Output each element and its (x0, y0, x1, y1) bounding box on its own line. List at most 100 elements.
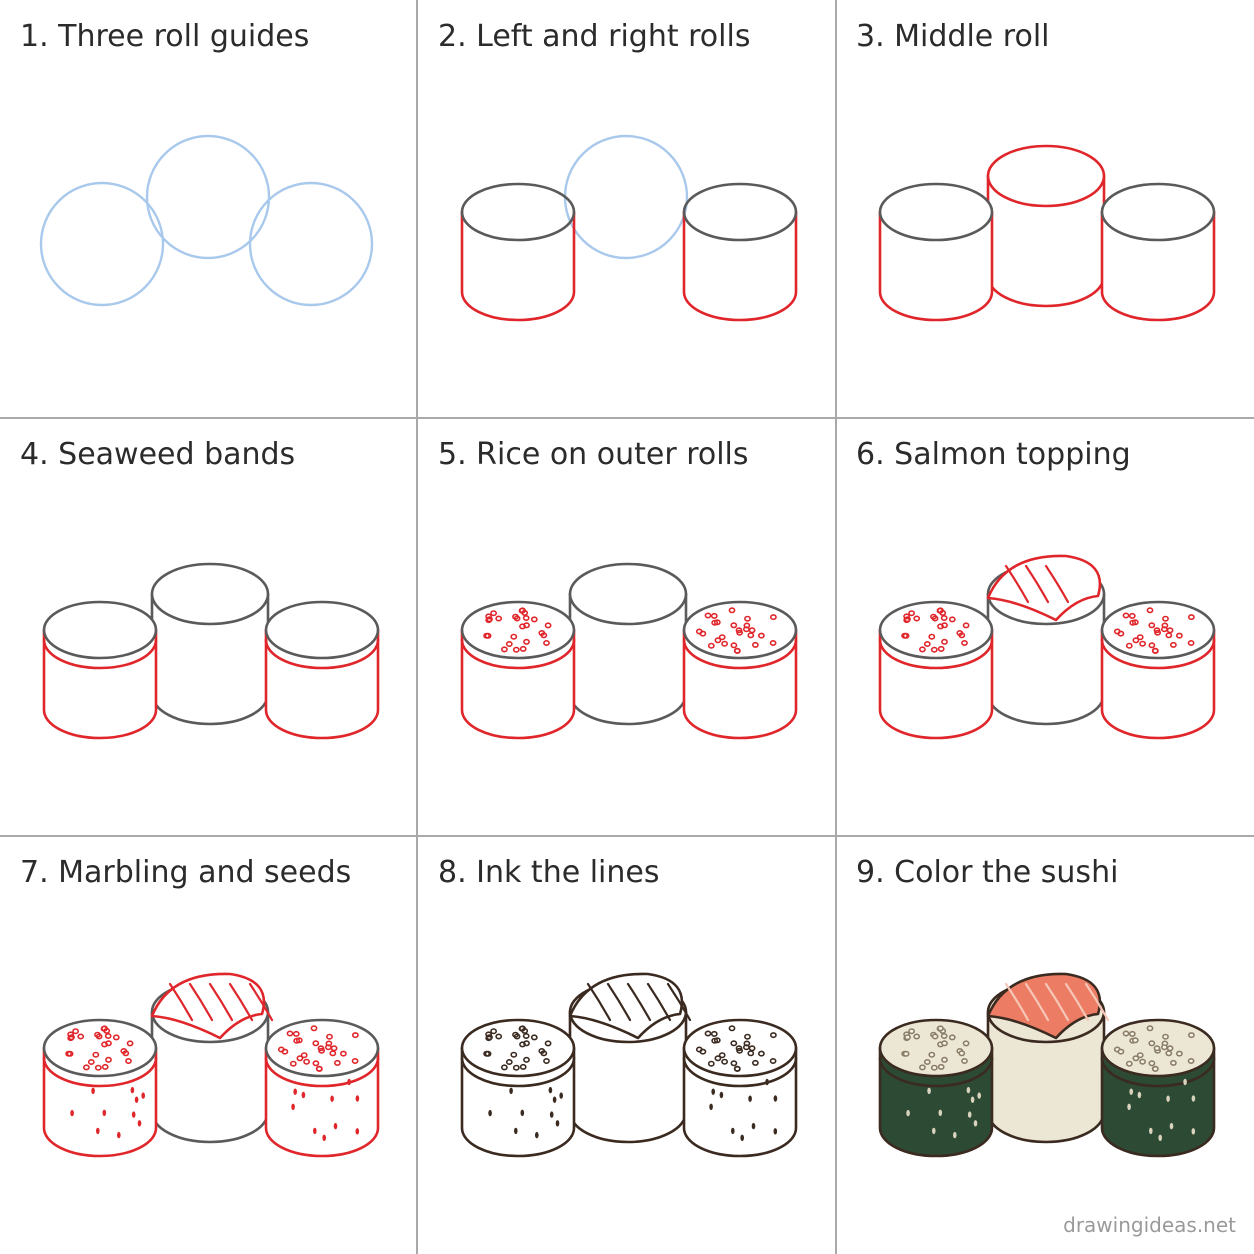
salmon-marbling-line (1044, 564, 1070, 604)
rice-seed-dot (101, 1063, 109, 1070)
rice-seed-dot (908, 610, 915, 617)
rice-seed-dot (757, 1050, 765, 1057)
rice-seed-dot (125, 1058, 132, 1065)
rice-seed-dot (1128, 1030, 1136, 1037)
side-seed-speck (773, 1128, 778, 1135)
side-seed-speck (102, 1109, 107, 1116)
salmon-marbling-line (248, 982, 274, 1022)
rice-seed-dot (66, 1050, 74, 1057)
side-seed-speck (552, 1096, 557, 1103)
left-roll (878, 600, 994, 740)
rice-seed-dot (351, 1058, 359, 1065)
rice-seed-dot (77, 1033, 85, 1040)
salmon-marbling-line (168, 982, 194, 1022)
roll-body-left (42, 1046, 158, 1158)
rice-seed-dot (769, 1058, 777, 1065)
side-seed-speck (96, 1127, 100, 1135)
middle-roll (986, 972, 1110, 1144)
roll-top-left (878, 182, 994, 242)
roll-body-right (1100, 628, 1216, 740)
rice-seed-dot (530, 1034, 538, 1041)
seaweed-band-line (42, 638, 158, 670)
rice-seed-dot (543, 640, 550, 647)
rice-seed-dot (1139, 1058, 1146, 1065)
side-seed-speck (293, 1088, 298, 1095)
site-credit: drawingideas.net (1063, 1213, 1236, 1237)
middle-roll (150, 972, 274, 1144)
rice-seed-dot (1146, 607, 1154, 614)
roll-fill (44, 630, 156, 738)
seaweed-band-line (682, 638, 798, 670)
roll-fill (266, 1048, 378, 1156)
rice-seed-dot (902, 632, 910, 639)
roll-fill (462, 630, 574, 738)
seaweed-band-line (1100, 1056, 1216, 1088)
rice-seed-dot (292, 1030, 300, 1037)
rice-seed-dot (704, 612, 712, 619)
salmon-marbling-line (1004, 982, 1030, 1022)
right-roll (264, 600, 380, 740)
rice-seed-dot (769, 614, 777, 621)
rice-seed-dot (1175, 1050, 1183, 1057)
middle-roll (568, 562, 688, 726)
left-roll (878, 182, 994, 322)
side-seed-speck (347, 1078, 351, 1086)
roll-top-right (682, 182, 798, 242)
rice-seed-dot (937, 1025, 944, 1032)
rice-seed-dot (512, 1064, 520, 1071)
side-seed-speck (1158, 1134, 1162, 1141)
middle-roll (568, 972, 692, 1144)
rice-seed-dot (1153, 627, 1161, 634)
rice-seed-dot (730, 1040, 738, 1047)
salmon-marbling-line (228, 982, 254, 1022)
rice-seed-dot (72, 1028, 79, 1035)
roll-body-right (682, 1046, 798, 1158)
side-seed-speck (313, 1127, 317, 1135)
rice-seed-dot (1132, 1055, 1140, 1062)
roll-body-right (682, 210, 798, 322)
side-seed-speck (731, 1127, 735, 1135)
side-seed-speck (514, 1127, 518, 1135)
rice-seed-dot (510, 1051, 518, 1058)
side-seed-speck (355, 1128, 360, 1135)
rice-seed-dot (1153, 1045, 1161, 1052)
guide-circle-right (248, 181, 374, 307)
roll-top-left (460, 600, 576, 660)
rice-seed-dot (1148, 1060, 1156, 1067)
side-seed-speck (559, 1092, 563, 1099)
side-seed-speck (301, 1091, 306, 1099)
rice-seed-dot (1122, 1030, 1130, 1037)
rice-seed-dot (704, 1030, 712, 1037)
roll-fill (880, 212, 992, 320)
rice-seed-dot (540, 1050, 548, 1057)
side-seed-speck (719, 1091, 724, 1099)
rice-seed-dot (1187, 640, 1195, 647)
step-title: 4. Seaweed bands (20, 437, 295, 472)
rice-seed-dot (730, 642, 738, 649)
rice-seed-dot (751, 641, 759, 648)
salmon-marbling-line (666, 982, 692, 1022)
side-seed-speck (117, 1131, 121, 1139)
side-seed-speck (1183, 1078, 1187, 1086)
rice-seed-dot (1146, 1025, 1154, 1032)
rice-seed-dot (908, 1028, 915, 1035)
rice-seed-dot (1151, 1065, 1159, 1072)
rice-seed-dot (326, 1033, 333, 1040)
side-seed-speck (927, 1087, 931, 1094)
rice-seed-dot (962, 1040, 970, 1047)
rice-seed-dot (512, 646, 520, 653)
rice-seed-dot (1162, 615, 1169, 622)
rice-seed-dot (523, 622, 530, 629)
roll-top-left (42, 600, 158, 660)
rice-seed-dot (721, 1058, 728, 1065)
side-seed-speck (966, 1086, 971, 1094)
side-seed-speck (748, 1095, 752, 1102)
roll-top-middle (568, 562, 688, 626)
rice-seed-dot (744, 615, 751, 622)
rice-seed-dot (523, 1056, 530, 1063)
salmon-marbling-line (646, 982, 672, 1022)
rice-seed-dot (522, 1033, 530, 1040)
guide-circle-left (39, 181, 165, 307)
